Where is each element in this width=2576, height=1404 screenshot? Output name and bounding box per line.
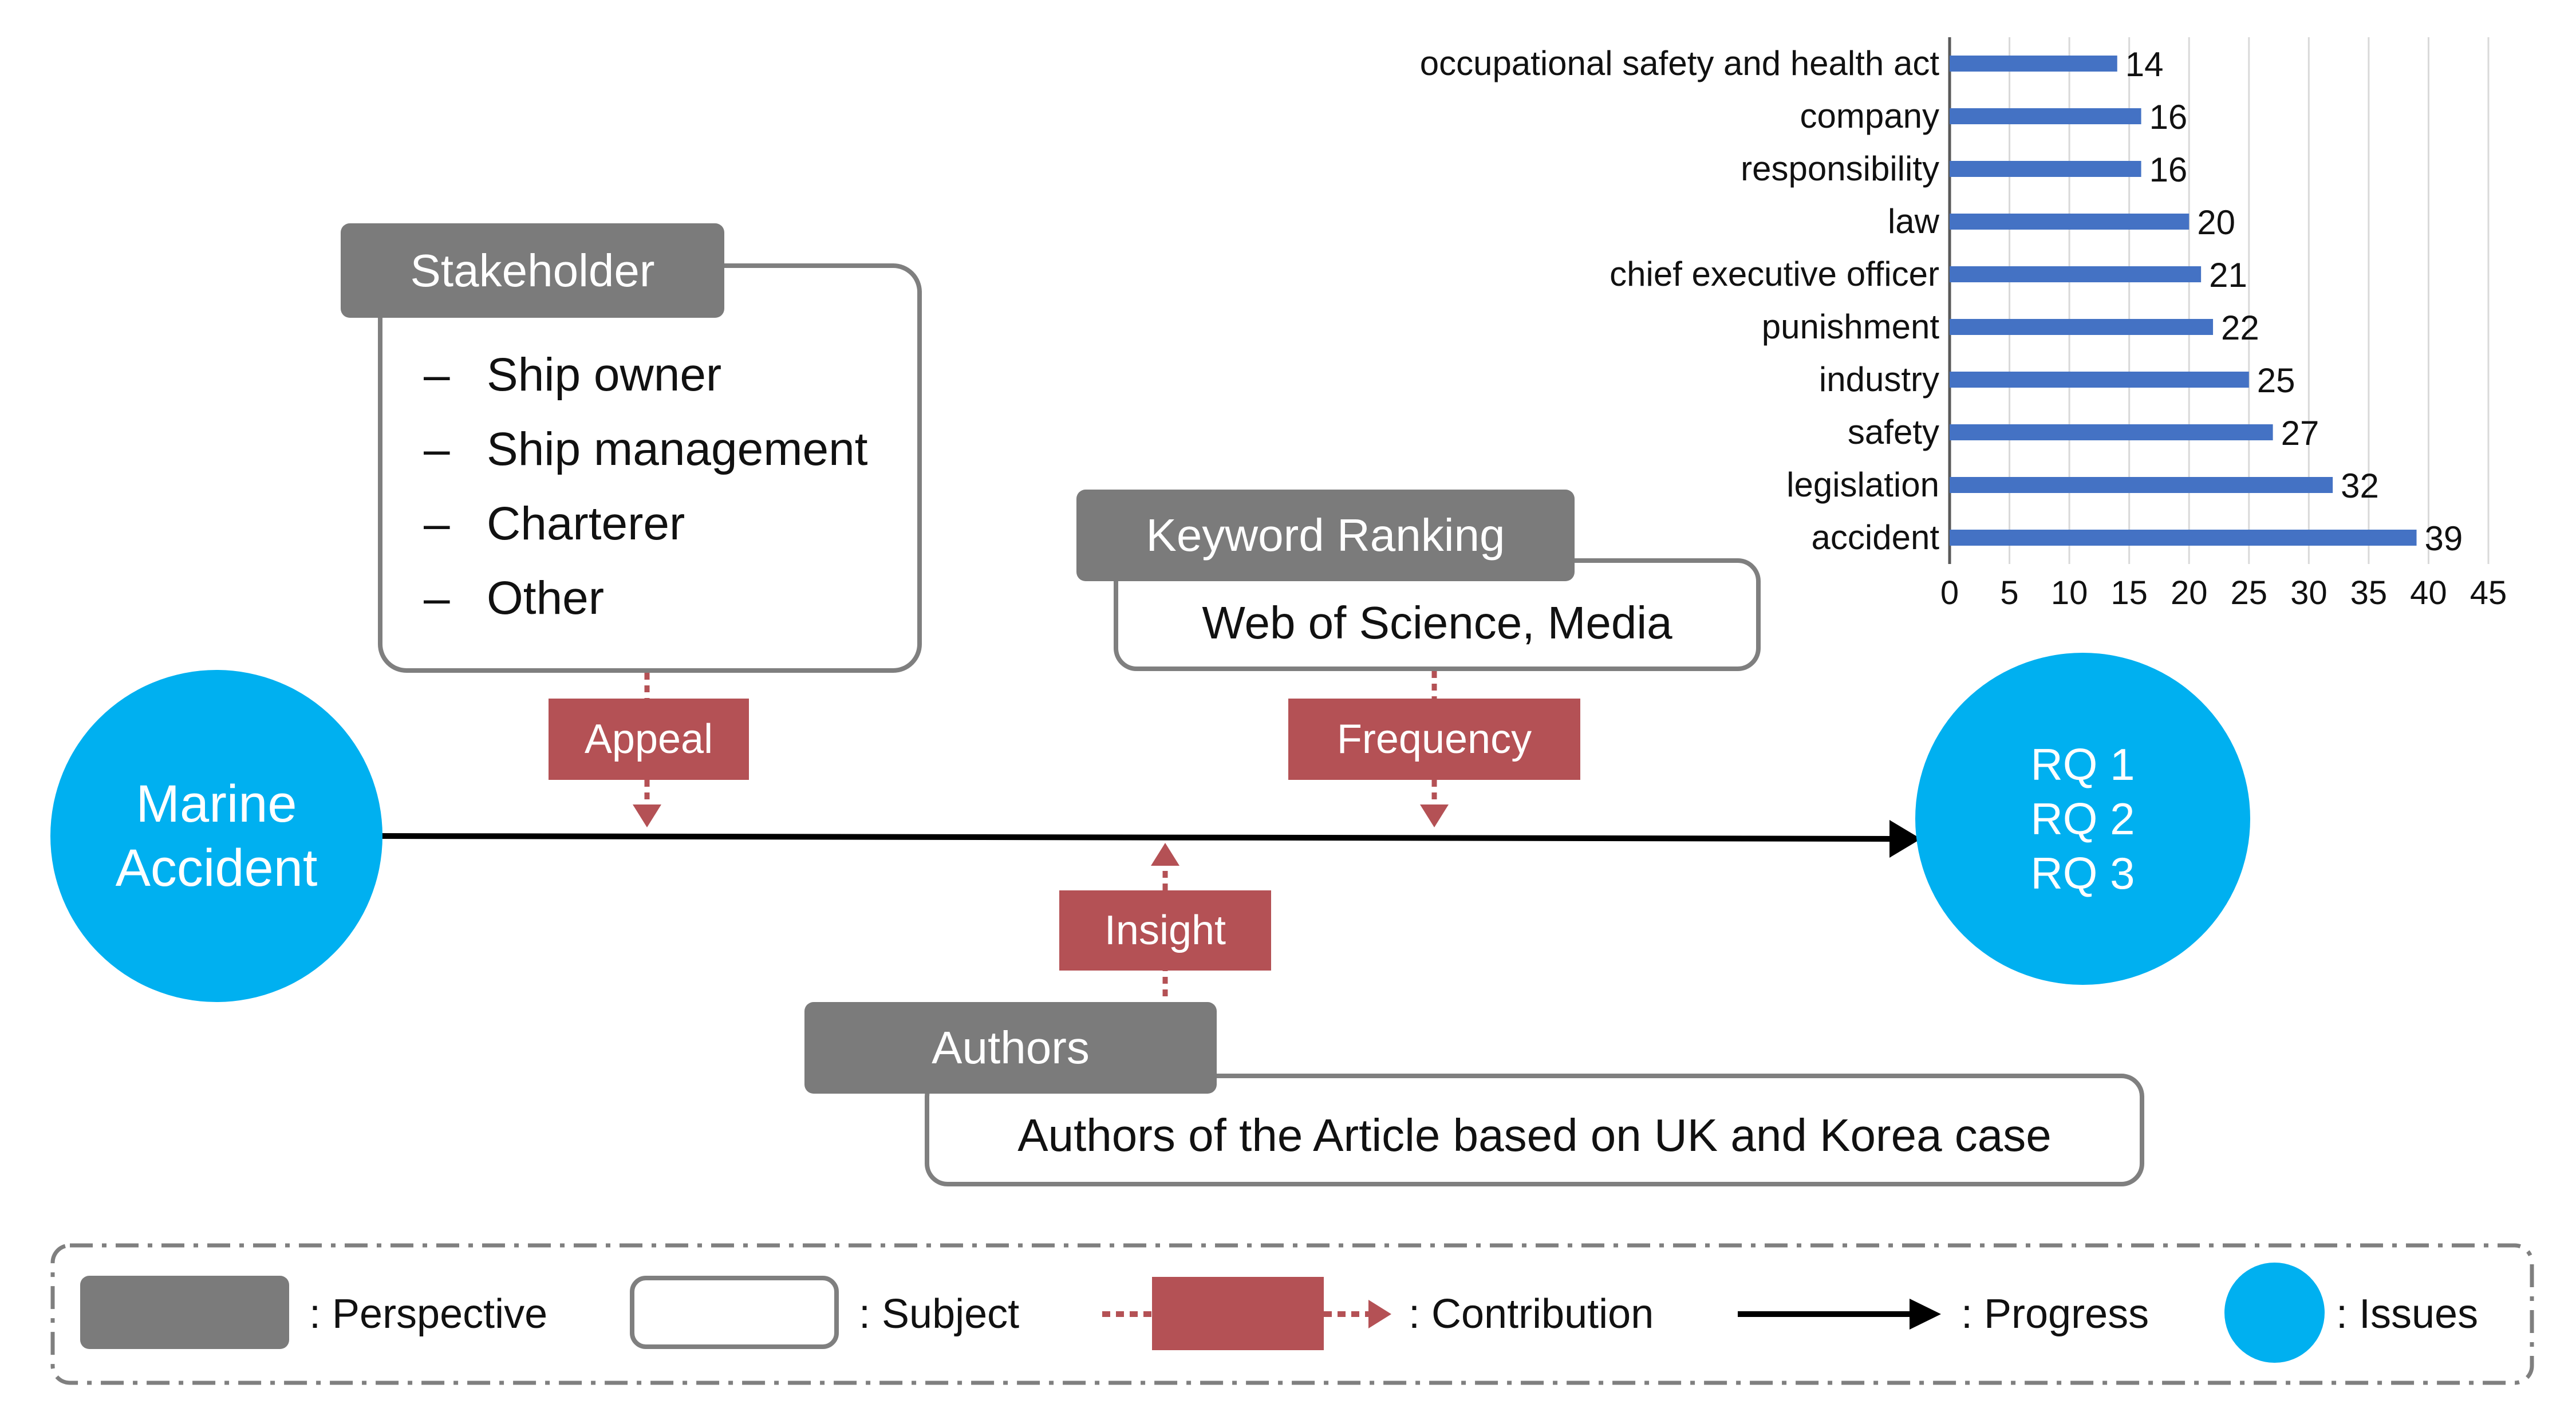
- legend-issues-label: : Issues: [2336, 1291, 2479, 1337]
- chart-category-label: responsibility: [1741, 149, 1939, 188]
- legend-contribution-swatch: [1102, 1277, 1391, 1350]
- chart-x-tick-label: 20: [2171, 574, 2208, 612]
- chart-category-label: law: [1888, 202, 1940, 240]
- chart-category-label: safety: [1848, 413, 1939, 451]
- legend-subject-label: : Subject: [859, 1291, 1020, 1337]
- chart-data-label: 32: [2341, 467, 2379, 505]
- stakeholder-item: –Charterer: [424, 498, 685, 550]
- frequency-arrowhead: [1420, 804, 1449, 827]
- authors-perspective: Authors: [804, 1002, 1217, 1094]
- chart-bar: [1950, 477, 2333, 493]
- chart-bar: [1950, 161, 2141, 177]
- legend-contribution-label: : Contribution: [1409, 1291, 1654, 1337]
- chart-bar: [1950, 214, 2190, 230]
- chart-bar: [1950, 530, 2417, 546]
- legend-border: [50, 1243, 2534, 1385]
- chart-x-tick-label: 35: [2350, 574, 2388, 612]
- frequency-contribution: Frequency: [1288, 699, 1580, 780]
- legend-progress-label: : Progress: [1961, 1291, 2149, 1337]
- chart-category-label: occupational safety and health act: [1420, 44, 1940, 82]
- progress-arrow: [377, 833, 1907, 842]
- marine-accident-issue: Marine Accident: [50, 670, 382, 1002]
- chart-category-label: company: [1800, 97, 1939, 135]
- chart-bar: [1950, 319, 2214, 335]
- chart-bar: [1950, 266, 2202, 282]
- chart-x-tick-label: 45: [2470, 574, 2507, 612]
- chart-x-tick-label: 10: [2051, 574, 2088, 612]
- research-questions-issue: RQ 1 RQ 2 RQ 3: [1915, 653, 2250, 985]
- chart-x-tick-label: 0: [1940, 574, 1959, 612]
- keyword-title: Keyword Ranking: [1146, 510, 1505, 561]
- chart-category-label: legislation: [1786, 466, 1939, 504]
- chart-data-label: 25: [2257, 361, 2295, 400]
- stakeholder-list: –Ship owner –Ship management –Charterer …: [424, 338, 905, 636]
- chart-bar: [1950, 108, 2141, 124]
- chart-data-label: 16: [2149, 98, 2188, 136]
- legend-subject-swatch: [630, 1276, 839, 1349]
- chart-data-label: 14: [2125, 45, 2164, 84]
- chart-data-label: 39: [2425, 519, 2463, 558]
- legend-issues-swatch: [2224, 1263, 2325, 1363]
- chart-data-label: 22: [2221, 309, 2259, 347]
- insight-arrowhead: [1151, 843, 1179, 866]
- keyword-perspective: Keyword Ranking: [1076, 490, 1575, 581]
- appeal-arrowhead: [633, 804, 661, 827]
- chart-x-tick-label: 40: [2410, 574, 2447, 612]
- chart-x-tick-label: 25: [2231, 574, 2268, 612]
- stakeholder-title: Stakeholder: [410, 244, 655, 296]
- stakeholder-perspective: Stakeholder: [341, 223, 724, 318]
- chart-data-label: 21: [2209, 256, 2247, 294]
- chart-bar: [1950, 56, 2117, 72]
- chart-x-tick-label: 15: [2110, 574, 2148, 612]
- authors-title: Authors: [932, 1022, 1090, 1073]
- chart-x-tick-label: 30: [2290, 574, 2328, 612]
- chart-bar: [1950, 372, 2249, 388]
- chart-category-label: accident: [1812, 518, 1940, 557]
- appeal-contribution: Appeal: [549, 699, 749, 780]
- stakeholder-item: –Ship management: [424, 423, 868, 475]
- keyword-subject-text: Web of Science, Media: [1202, 597, 1672, 648]
- legend-perspective-swatch: [80, 1276, 289, 1349]
- stakeholder-subject-box: [378, 263, 922, 673]
- legend-progress-swatch: [1738, 1299, 1941, 1330]
- chart-x-tick-label: 5: [2000, 574, 2018, 612]
- chart-bar: [1950, 424, 2273, 440]
- insight-contribution: Insight: [1059, 890, 1271, 971]
- chart-category-label: punishment: [1762, 307, 1940, 346]
- stakeholder-item: –Other: [424, 572, 605, 624]
- keyword-bar-chart: 0 5 10 15 20 25 30 35 40 45 occupational safety an…: [1420, 37, 2507, 612]
- chart-data-label: 27: [2281, 414, 2319, 452]
- chart-data-label: 16: [2149, 151, 2188, 189]
- chart-category-label: chief executive officer: [1609, 255, 1939, 293]
- authors-subject-text: Authors of the Article based on UK and K…: [1017, 1110, 2052, 1161]
- progress-arrowhead: [1889, 820, 1921, 858]
- stakeholder-item: –Ship owner: [424, 349, 722, 401]
- legend-perspective-label: : Perspective: [309, 1291, 548, 1337]
- chart-category-label: industry: [1819, 360, 1939, 399]
- chart-data-label: 20: [2197, 203, 2235, 242]
